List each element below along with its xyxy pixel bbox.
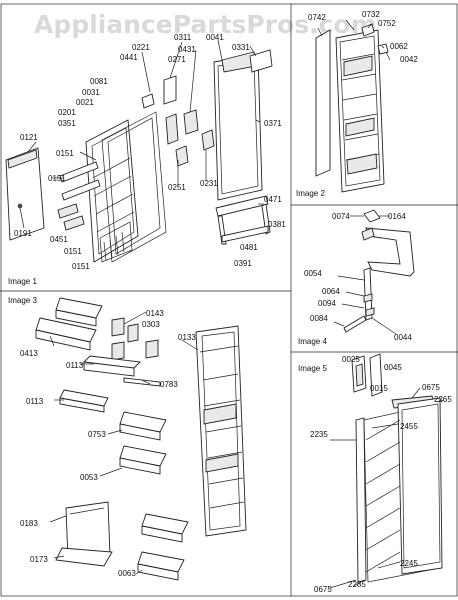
image4-drawing (333, 209, 415, 335)
part-label: 2245 (400, 559, 418, 568)
part-label: 0675 (314, 585, 332, 594)
watermark: AppliancePartsPros.com (34, 10, 377, 39)
image3-title: Image 3 (8, 296, 37, 305)
part-label: 0351 (58, 119, 76, 128)
part-label: 0151 (48, 174, 66, 183)
part-label: 0732 (362, 10, 380, 19)
part-label: 0331 (232, 43, 250, 52)
part-label: 0311 (174, 33, 192, 42)
part-label: 0151 (56, 149, 74, 158)
part-label: 0675 (422, 383, 440, 392)
part-label: 0441 (120, 53, 138, 62)
image2-title: Image 2 (296, 189, 325, 198)
part-label: 0431 (178, 45, 196, 54)
part-label: 0113 (26, 397, 44, 406)
part-label: 0413 (20, 349, 38, 358)
part-label: 0062 (390, 42, 408, 51)
part-label: 0042 (400, 55, 418, 64)
part-label: 0381 (268, 220, 286, 229)
part-label: 0094 (318, 299, 336, 308)
part-label: 2285 (348, 580, 366, 589)
part-label: 0231 (200, 179, 218, 188)
image1-drawing (5, 39, 273, 263)
panel-borders (0, 3, 458, 597)
part-label: 0045 (384, 363, 402, 372)
part-label: 0221 (132, 43, 150, 52)
part-label: 0121 (20, 133, 38, 142)
image5-labels: Image 5 0025 0045 0015 0675 2265 2235 24… (298, 355, 452, 594)
part-label: 0451 (50, 235, 68, 244)
part-label: 0021 (76, 98, 94, 107)
part-label: 0191 (14, 229, 32, 238)
image4-labels: Image 4 0074 0164 0054 0064 0094 0084 00… (298, 212, 412, 346)
part-label: 0471 (264, 195, 282, 204)
image2-drawing (315, 19, 391, 193)
part-label: 0044 (394, 333, 412, 342)
image4-title: Image 4 (298, 337, 327, 346)
part-label: 0064 (322, 287, 340, 296)
part-label: 0133 (178, 333, 196, 342)
part-label: 0041 (206, 33, 224, 42)
part-label: 0054 (304, 269, 322, 278)
part-label: 0151 (72, 262, 90, 271)
part-label: 0303 (142, 320, 160, 329)
image3-drawing (35, 297, 247, 581)
part-label: 0143 (146, 309, 164, 318)
part-label: 0031 (82, 88, 100, 97)
part-label: 0084 (310, 314, 328, 323)
part-label: 0015 (370, 384, 388, 393)
part-label: 0371 (264, 119, 282, 128)
part-label: 0481 (240, 243, 258, 252)
part-label: 0271 (168, 55, 186, 64)
part-label: 0742 (308, 13, 326, 22)
part-label: 0151 (64, 247, 82, 256)
part-label: 0113 (66, 361, 84, 370)
image2-labels: Image 2 0742 0732 0752 0062 0042 (296, 10, 418, 198)
part-label: 0251 (168, 183, 186, 192)
part-label: 2455 (400, 422, 418, 431)
image5-title: Image 5 (298, 364, 327, 373)
part-label: 0752 (378, 19, 396, 28)
part-label: 0063 (118, 569, 136, 578)
part-label: 2265 (434, 395, 452, 404)
part-label: 0173 (30, 555, 48, 564)
part-label: 0053 (80, 473, 98, 482)
part-label: 0391 (234, 259, 252, 268)
image3-labels: Image 3 0143 0303 0133 0413 0113 0783 01… (8, 296, 196, 578)
image5-drawing (329, 353, 445, 589)
part-label: 0081 (90, 77, 108, 86)
part-label: 0201 (58, 108, 76, 117)
image1-title: Image 1 (8, 277, 37, 286)
part-label: 0164 (388, 212, 406, 221)
part-label: 2235 (310, 430, 328, 439)
part-label: 0753 (88, 430, 106, 439)
image1-labels: Image 1 0221 0311 0041 0331 0441 0271 04… (8, 33, 286, 286)
part-label: 0074 (332, 212, 350, 221)
part-label: 0025 (342, 355, 360, 364)
part-label: 0783 (160, 380, 178, 389)
part-label: 0183 (20, 519, 38, 528)
